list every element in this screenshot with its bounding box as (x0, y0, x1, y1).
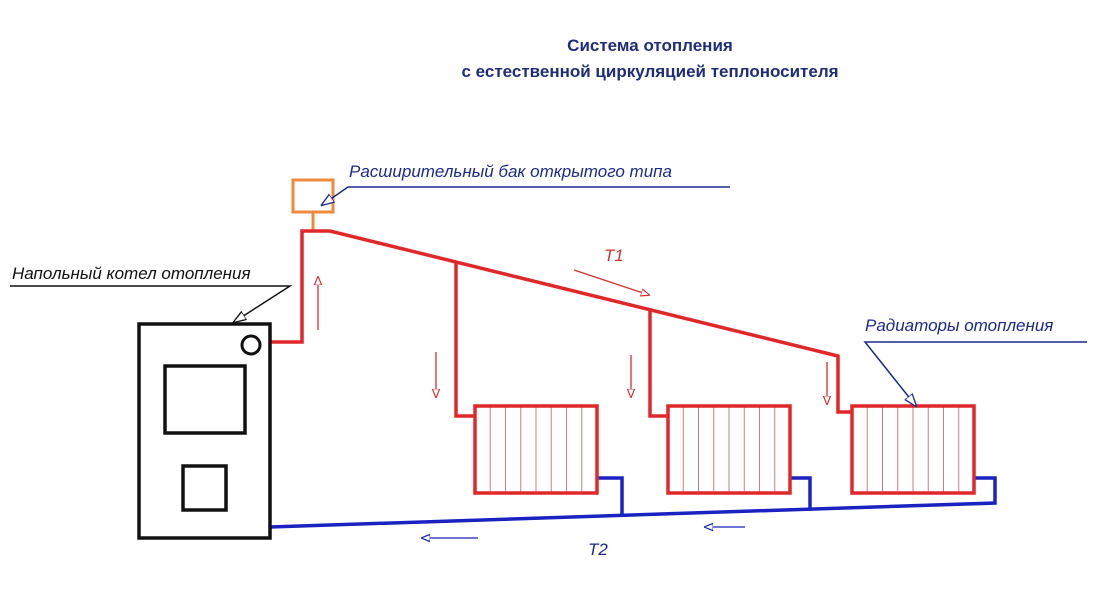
supply-branch-2 (648, 311, 668, 418)
supply-branch-1 (454, 263, 475, 418)
radiator-body (473, 404, 599, 495)
radiator-3 (850, 404, 976, 495)
radiator-1 (473, 404, 599, 495)
radiator-2 (666, 404, 792, 495)
expansion-tank (291, 178, 335, 231)
supply-direction-arrow (573, 269, 649, 295)
supply-pipe (270, 229, 852, 414)
boiler-leader (10, 285, 293, 322)
expansion-tank-leader (322, 186, 730, 205)
title-line-2: с естественной циркуляцией теплоносителя (461, 62, 838, 81)
supply-label: T1 (604, 246, 624, 265)
return-branch-1 (597, 476, 624, 516)
title-line-1: Система отопления (567, 36, 733, 55)
expansion-tank-label: Расширительный бак открытого типа (349, 162, 672, 181)
boiler-label: Напольный котел отопления (12, 264, 251, 283)
return-branch-2 (790, 476, 812, 509)
radiators-label: Радиаторы отопления (865, 316, 1053, 335)
boiler (137, 322, 272, 540)
radiator-body (666, 404, 792, 495)
radiators-leader (863, 341, 1087, 406)
return-label: T2 (588, 540, 608, 559)
return-pipe (269, 476, 997, 529)
